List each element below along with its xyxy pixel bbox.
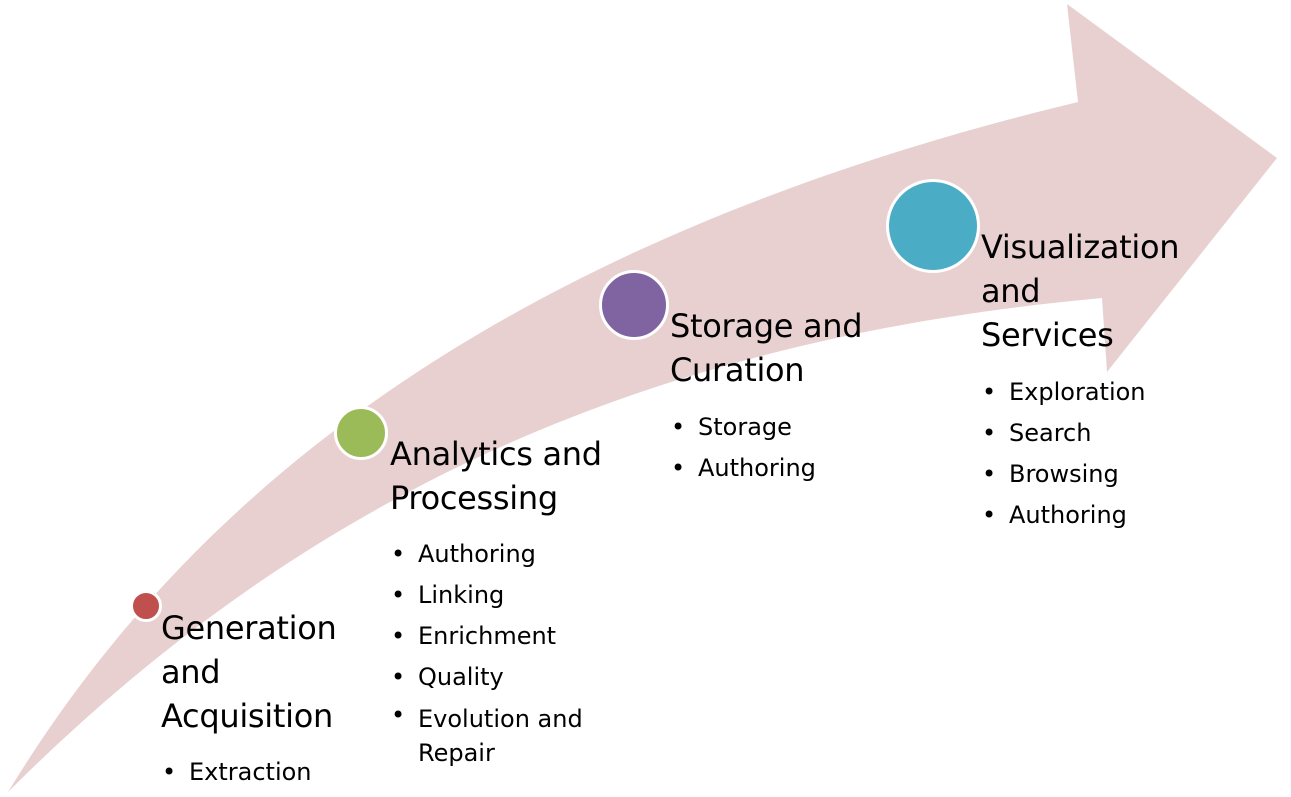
stage-4-title-line: and [981, 272, 1041, 310]
list-item: Enrichment [391, 616, 608, 657]
list-item: Linking [391, 575, 608, 616]
stage-1-title-line: Acquisition [161, 697, 333, 735]
stage-1-title-line: and [161, 653, 221, 691]
stage-2-title-line: Processing [390, 479, 558, 517]
stage-2-items: Authoring Linking Enrichment Quality Evo… [391, 534, 608, 770]
list-item: Exploration [982, 372, 1146, 413]
stage-3-title: Storage and Curation [670, 304, 863, 392]
stage-4-title-line: Services [981, 316, 1114, 354]
list-item: Authoring [982, 495, 1146, 536]
list-item: Extraction [162, 752, 312, 793]
stage-3-marker [599, 270, 669, 340]
stage-3-title-line: Storage and [670, 307, 863, 345]
stage-2-title-line: Analytics and [390, 435, 602, 473]
stage-1-title: Generation and Acquisition [161, 606, 337, 738]
list-item: Search [982, 413, 1146, 454]
list-item: Authoring [391, 534, 608, 575]
stage-4-title-line: Visualization [981, 228, 1180, 266]
stage-4-items: Exploration Search Browsing Authoring [982, 372, 1146, 536]
stage-2-marker [334, 406, 388, 460]
stage-1-title-line: Generation [161, 609, 337, 647]
list-item: Browsing [982, 454, 1146, 495]
stage-3-items: Storage Authoring [671, 407, 816, 489]
list-item: Quality [391, 657, 608, 698]
list-item: Storage [671, 407, 816, 448]
stage-4-title: Visualization and Services [981, 225, 1180, 357]
stage-3-title-line: Curation [670, 351, 805, 389]
stage-1-items: Extraction [162, 752, 312, 793]
stage-4-marker [886, 179, 980, 273]
list-item: Evolution and Repair [391, 698, 608, 770]
stage-2-title: Analytics and Processing [390, 432, 602, 520]
stage-1-marker [130, 590, 162, 622]
list-item: Authoring [671, 448, 816, 489]
